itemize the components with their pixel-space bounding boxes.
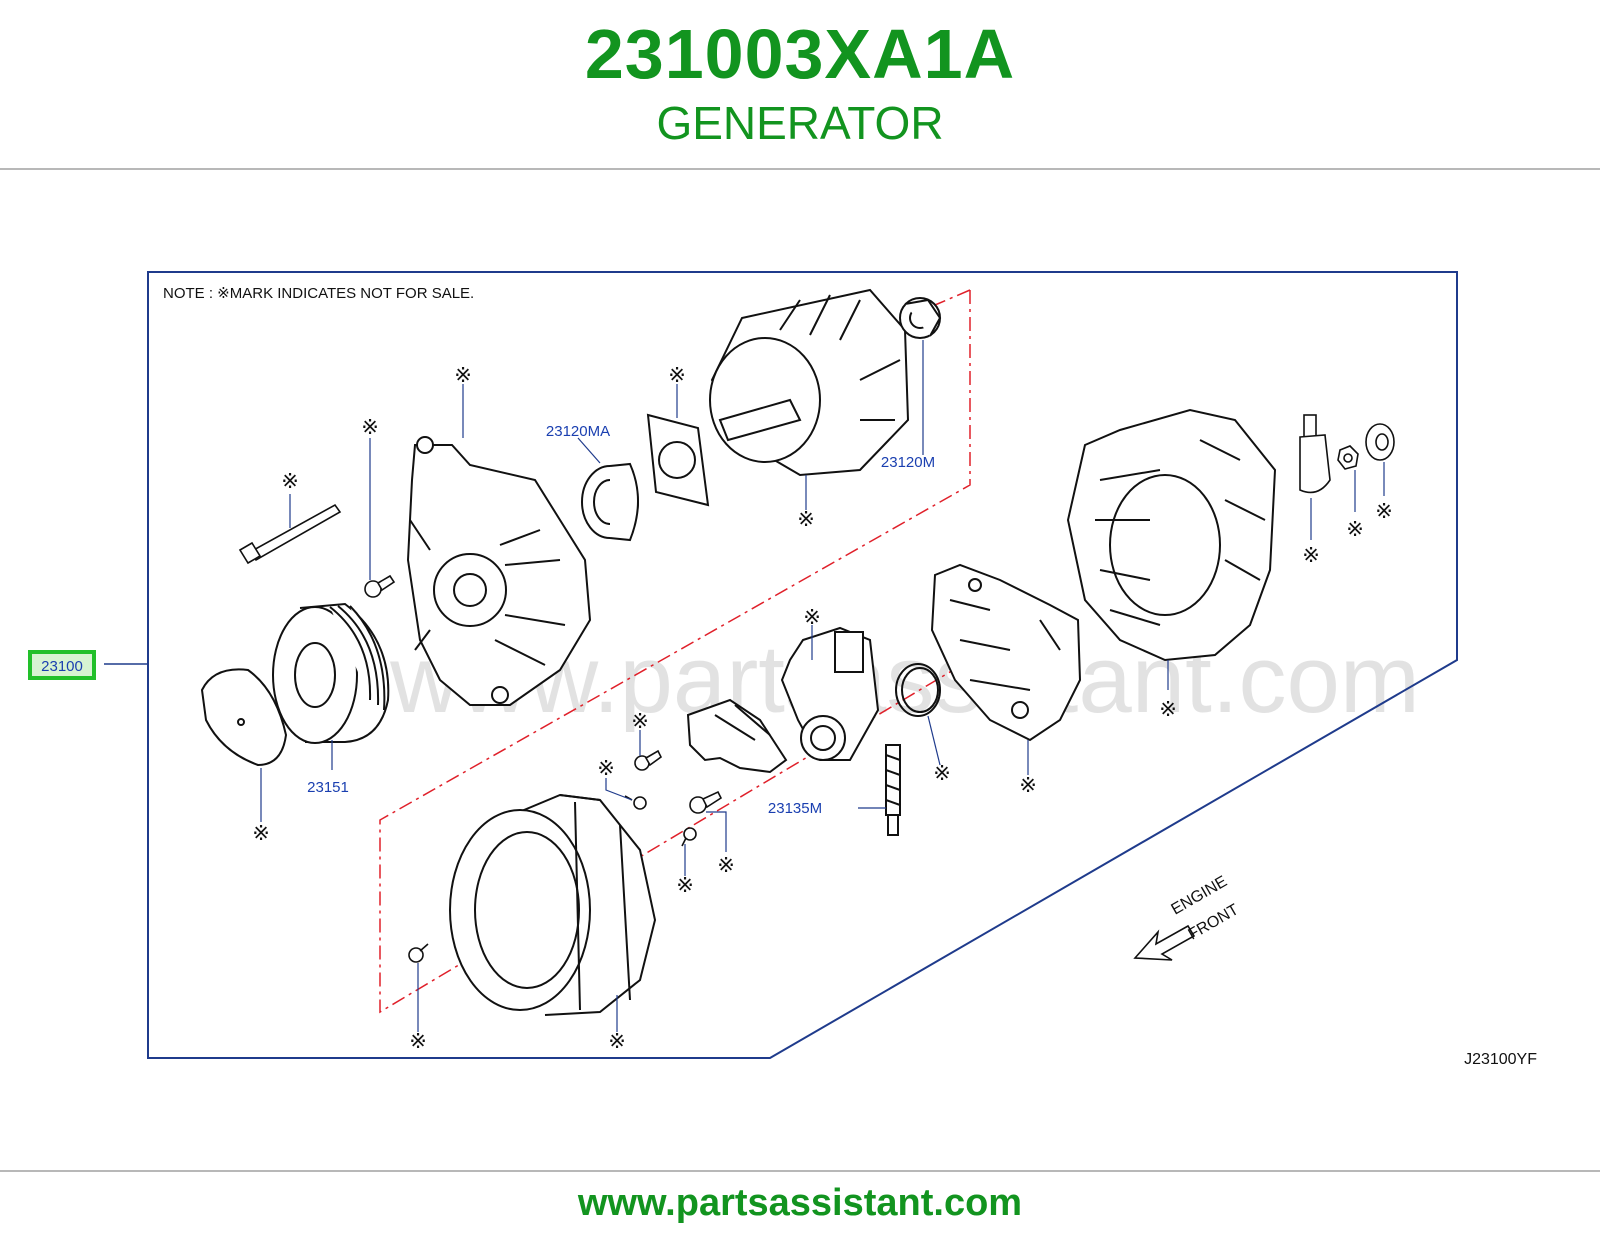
engine-front-arrow-icon [1133, 924, 1196, 961]
not-for-sale-mark: ※ [361, 416, 379, 439]
not-for-sale-mark: ※ [933, 762, 951, 785]
callout-23151[interactable]: 23151 [307, 779, 349, 796]
callout-23120MA[interactable]: 23120MA [546, 423, 610, 440]
not-for-sale-mark: ※ [797, 508, 815, 531]
not-for-sale-mark: ※ [1346, 518, 1364, 541]
diode-bracket-part[interactable] [686, 698, 788, 774]
rotor-part[interactable] [709, 288, 910, 477]
page-header: 231003XA1A GENERATOR [0, 0, 1600, 168]
not-for-sale-mark: ※ [252, 822, 270, 845]
not-for-sale-mark: ※ [717, 854, 735, 877]
not-for-sale-mark: ※ [1375, 500, 1393, 523]
housing-screw-part[interactable] [364, 574, 396, 598]
header-divider [0, 168, 1600, 170]
subassembly-boundary [379, 290, 971, 1014]
terminal-nut-part[interactable] [1337, 445, 1359, 470]
front-bearing-part[interactable] [581, 462, 639, 542]
callout-23120M[interactable]: 23120M [881, 454, 935, 471]
through-bolt-part[interactable] [238, 503, 342, 565]
rear-housing-part[interactable] [1066, 408, 1277, 662]
assembly-callout-23100[interactable]: 23100 [28, 650, 96, 680]
callout-23135M[interactable]: 23135M [768, 800, 822, 817]
not-for-sale-mark: ※ [281, 470, 299, 493]
small-screw-part[interactable] [689, 790, 723, 814]
stator-screw-part[interactable] [408, 943, 429, 963]
not-for-sale-mark: ※ [631, 710, 649, 733]
not-for-sale-mark: ※ [803, 606, 821, 629]
drawing-code: J23100YF [1464, 1051, 1537, 1068]
voltage-regulator-part[interactable] [780, 626, 880, 761]
small-screw-part[interactable] [681, 827, 697, 847]
not-for-sale-mark: ※ [608, 1030, 626, 1053]
stator-part[interactable] [449, 793, 657, 1016]
terminal-cap-part[interactable] [1365, 423, 1395, 461]
rear-bearing-part[interactable] [899, 297, 942, 339]
not-for-sale-mark: ※ [668, 364, 686, 387]
engine-front-indicator: ENGINE FRONT [1133, 873, 1242, 961]
part-number-title: 231003XA1A [584, 15, 1016, 93]
part-name-subtitle: GENERATOR [656, 97, 944, 149]
not-for-sale-mark: ※ [1302, 544, 1320, 567]
diagram-frame [147, 271, 1458, 1059]
not-for-sale-mark: ※ [454, 364, 472, 387]
not-for-sale-mark: ※ [409, 1030, 427, 1053]
not-for-sale-mark: ※ [1159, 698, 1177, 721]
small-screw-part[interactable] [624, 795, 647, 810]
small-screw-part[interactable] [634, 749, 663, 771]
rectifier-part[interactable] [930, 563, 1082, 742]
pulley-part[interactable] [272, 602, 390, 744]
terminal-bolt-part[interactable] [1299, 414, 1331, 494]
note-text: NOTE : ※MARK INDICATES NOT FOR SALE. [163, 285, 474, 302]
svg-text:23100: 23100 [41, 658, 83, 675]
front-housing-part[interactable] [406, 436, 592, 706]
not-for-sale-mark: ※ [1019, 774, 1037, 797]
brush-holder-part[interactable] [885, 744, 901, 836]
not-for-sale-mark: ※ [597, 757, 615, 780]
bearing-retainer-plate-part[interactable] [646, 413, 710, 507]
footer-url-link[interactable]: www.partsassistant.com [577, 1182, 1023, 1224]
pulley-cap-part[interactable] [200, 668, 288, 767]
not-for-sale-mark: ※ [676, 874, 694, 897]
seal-ring-part[interactable] [895, 663, 941, 717]
footer-divider [0, 1170, 1600, 1172]
